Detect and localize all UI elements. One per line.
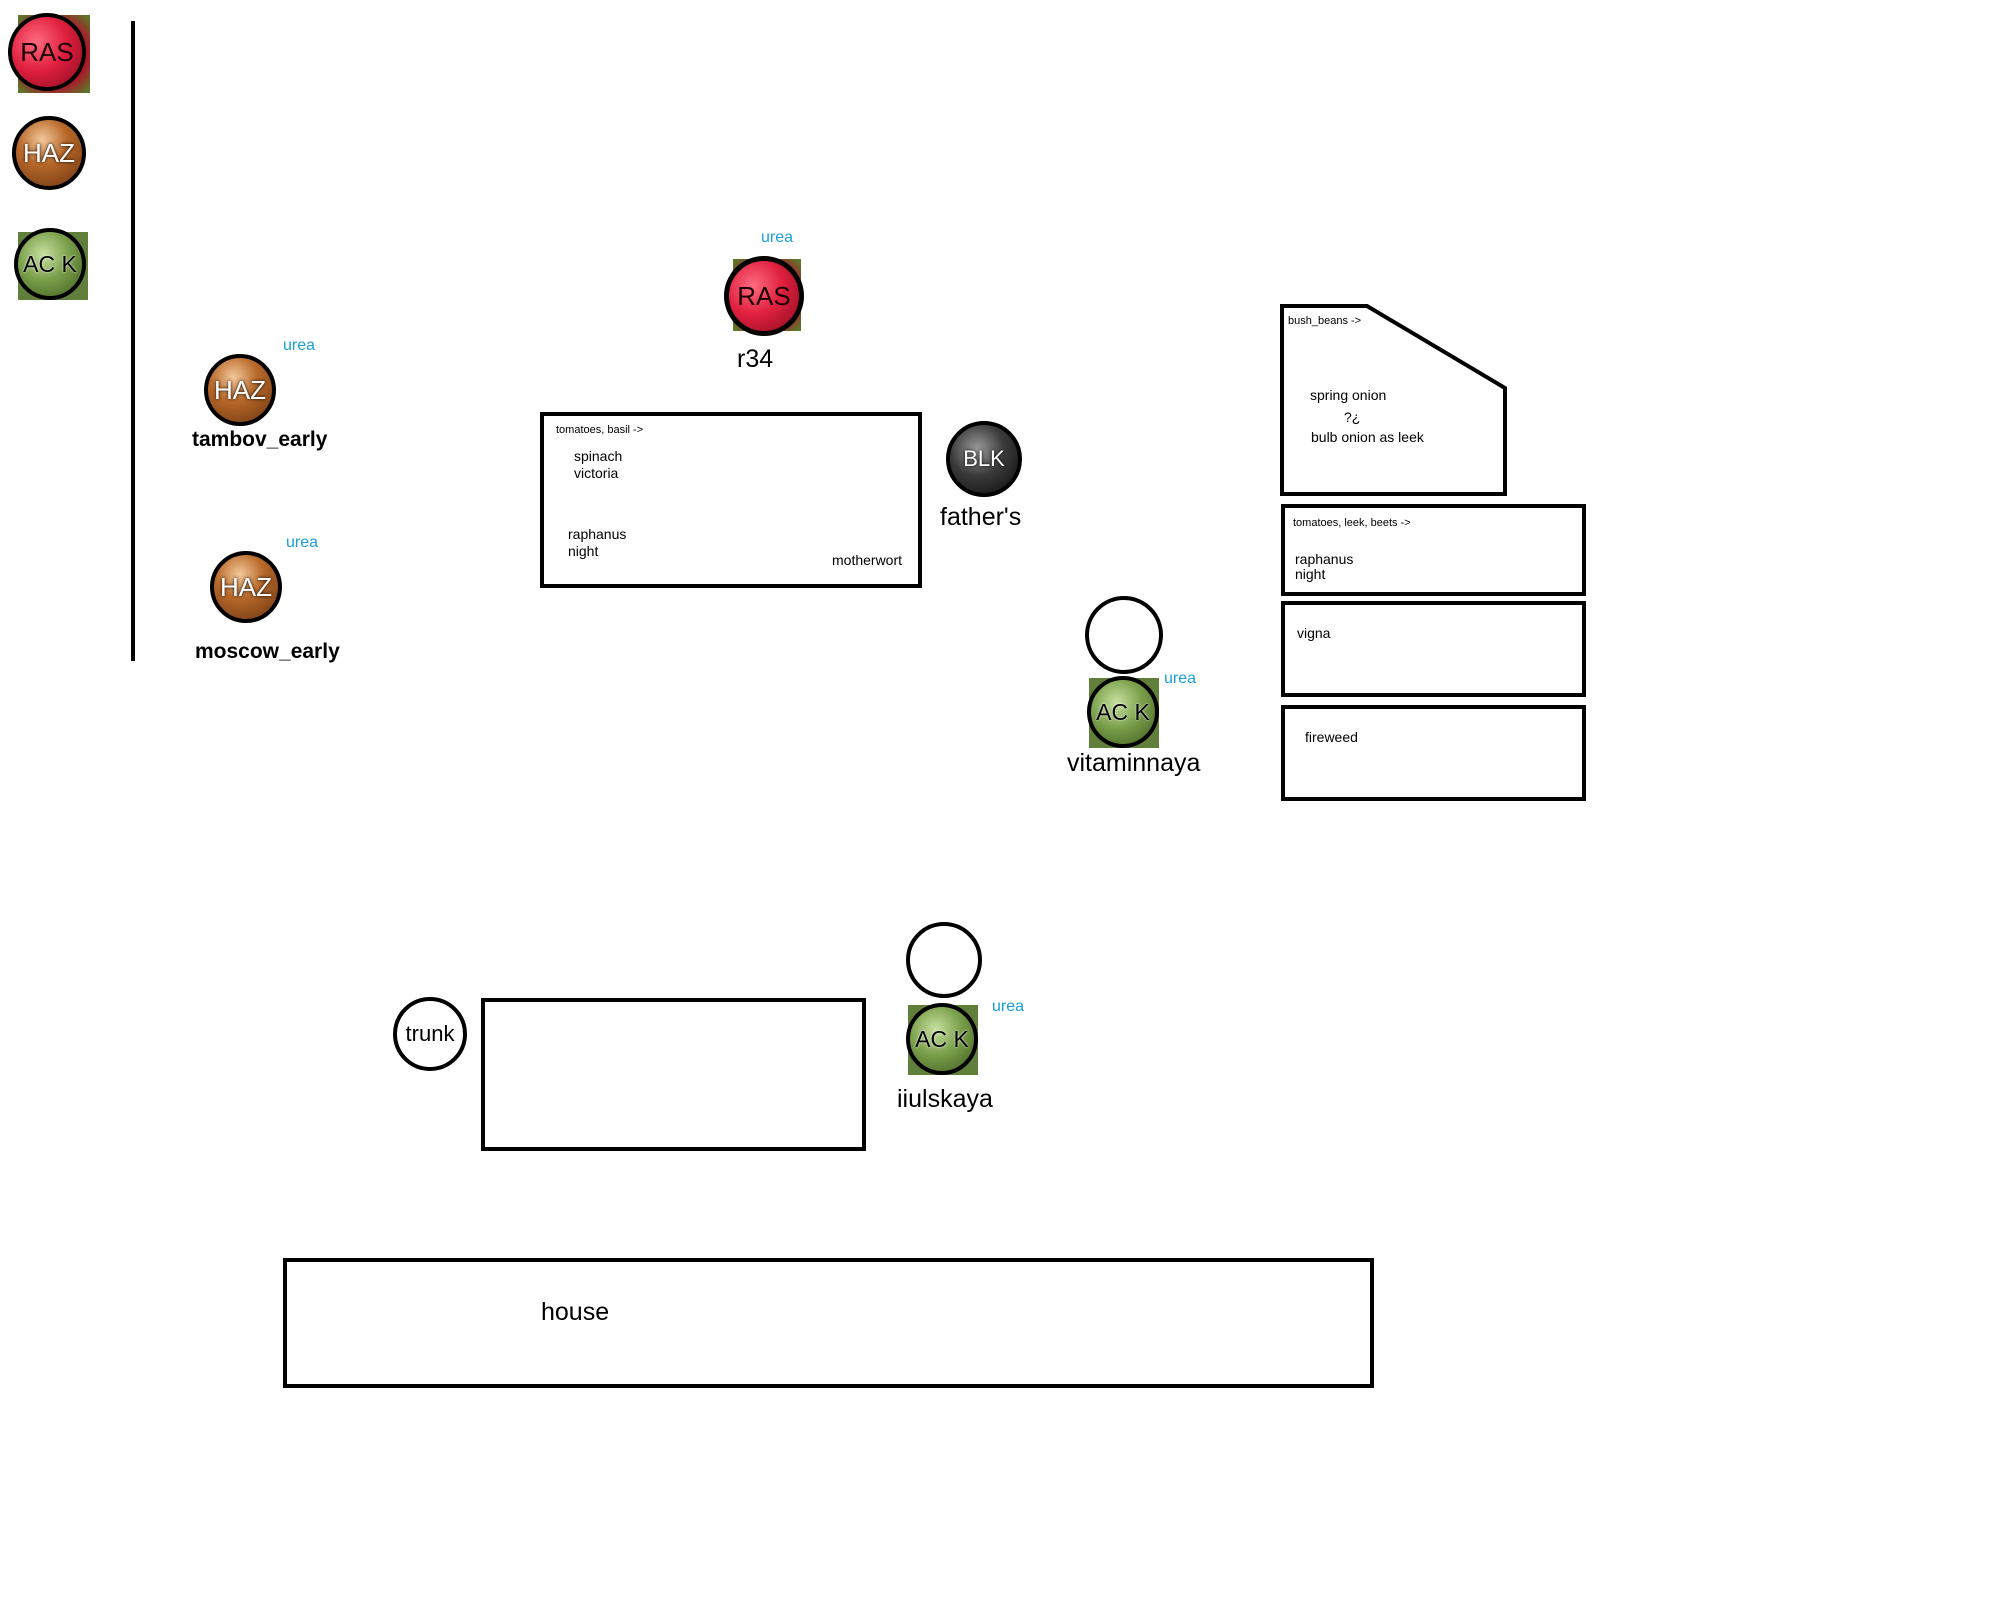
main-bed-line3: raphanus — [568, 526, 627, 542]
vigna-bed[interactable]: vigna — [1281, 601, 1586, 697]
iiulskaya-code: AC K — [915, 1025, 969, 1052]
main-bed-header: tomatoes, basil -> — [556, 424, 644, 436]
bush-bed-header: bush_beans -> — [1288, 315, 1362, 327]
moscow-code: HAZ — [220, 571, 272, 602]
main-bed-corner-label: motherwort — [832, 552, 903, 568]
legend-aronia-code: AC K — [23, 250, 77, 277]
bush-bed-line2: ?¿ — [1344, 409, 1361, 425]
fence-line — [131, 21, 135, 661]
tomleek-bed-line2: night — [1295, 566, 1326, 582]
legend-hazel-code: HAZ — [23, 137, 75, 168]
vitaminnaya-aronia-icon[interactable]: AC K — [1087, 676, 1159, 748]
vitaminnaya-name-label: vitaminnaya — [1067, 749, 1201, 777]
legend-aronia-icon[interactable]: AC K — [14, 228, 88, 300]
fireweed-bed-label: fireweed — [1305, 729, 1358, 745]
tambov-name-label: tambov_early — [192, 428, 328, 451]
tambov-fertilizer-label: urea — [283, 337, 316, 354]
lower-empty-bed[interactable] — [481, 998, 866, 1151]
iiulskaya-name-label: iiulskaya — [897, 1085, 993, 1113]
main-bed-line2: victoria — [574, 465, 619, 481]
fireweed-bed[interactable]: fireweed — [1281, 705, 1586, 801]
tomleek-bed-line1: raphanus — [1295, 551, 1354, 567]
r34-raspberry-icon[interactable]: RAS — [724, 256, 804, 336]
bush-bed-line3: bulb onion as leek — [1311, 429, 1424, 445]
fathers-blackberry-icon[interactable]: BLK — [946, 421, 1022, 497]
vitaminnaya-fertilizer-label: urea — [1164, 670, 1197, 687]
trunk-label: trunk — [405, 1021, 455, 1046]
trunk-circle[interactable]: trunk — [393, 997, 467, 1071]
moscow-name-label: moscow_early — [195, 640, 340, 663]
main-garden-bed[interactable]: tomatoes, basil -> spinach victoria raph… — [540, 412, 922, 588]
fathers-code: BLK — [963, 446, 1005, 471]
r34-fertilizer-label: urea — [761, 229, 794, 246]
legend-raspberry-code: RAS — [20, 36, 74, 67]
tomato-leek-bed[interactable]: tomatoes, leek, beets -> raphanus night — [1281, 504, 1586, 596]
house-label: house — [541, 1298, 610, 1326]
bush-beans-bed[interactable] — [1278, 302, 1512, 498]
vigna-bed-label: vigna — [1297, 625, 1331, 641]
vitaminnaya-empty-circle[interactable] — [1085, 596, 1163, 674]
r34-code: RAS — [737, 280, 791, 311]
bush-bed-line1: spring onion — [1310, 387, 1387, 403]
iiulskaya-aronia-icon[interactable]: AC K — [906, 1003, 978, 1075]
legend-hazel-icon[interactable]: HAZ — [12, 116, 86, 190]
moscow-hazel-icon[interactable]: HAZ — [210, 551, 282, 623]
main-bed-line1: spinach — [574, 448, 623, 464]
tambov-code: HAZ — [214, 374, 266, 405]
moscow-fertilizer-label: urea — [286, 534, 319, 551]
main-bed-line4: night — [568, 543, 599, 559]
fathers-name-label: father's — [940, 503, 1022, 531]
tomleek-bed-header: tomatoes, leek, beets -> — [1293, 517, 1411, 529]
r34-name-label: r34 — [737, 345, 774, 373]
iiulskaya-empty-circle[interactable] — [906, 922, 982, 998]
legend-raspberry-icon[interactable]: RAS — [8, 13, 90, 93]
house-outline[interactable]: house — [283, 1258, 1374, 1388]
vitaminnaya-code: AC K — [1096, 698, 1150, 725]
tambov-hazel-icon[interactable]: HAZ — [204, 354, 276, 426]
iiulskaya-fertilizer-label: urea — [992, 998, 1025, 1015]
